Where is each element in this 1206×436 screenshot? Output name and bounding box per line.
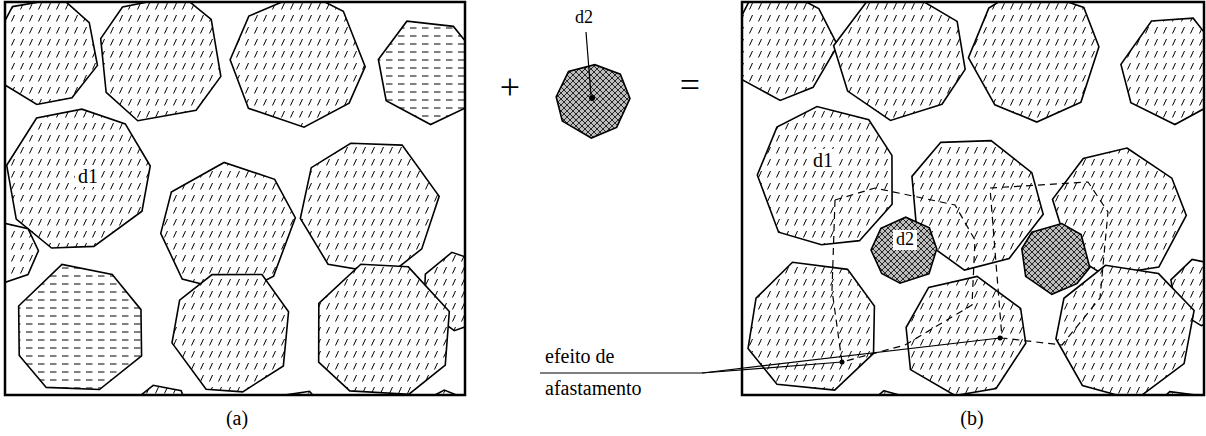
large-particle (748, 262, 874, 390)
panel-b-particles (742, 2, 1204, 395)
panel-b-border (742, 2, 1204, 395)
size-label: d1 (810, 149, 836, 171)
leader-line (702, 338, 1000, 373)
panel-a-particles (5, 2, 465, 395)
large-particle (5, 2, 97, 104)
leader-dot (840, 360, 845, 365)
large-particle (834, 2, 966, 120)
large-particle (757, 106, 892, 244)
large-particle (19, 264, 142, 389)
displacement-outline (990, 182, 1108, 345)
leader-line (586, 32, 591, 95)
leader-lines (540, 32, 1003, 373)
large-particle (742, 2, 838, 100)
annotation: efeito de afastamento (545, 340, 695, 404)
large-particle (172, 274, 289, 391)
large-particle (101, 2, 221, 121)
displacement-outline (832, 188, 975, 362)
large-particle (906, 276, 1026, 395)
panel-label: (b) (960, 407, 983, 429)
equals-sign: = (680, 66, 700, 106)
panel-a-border (5, 2, 465, 395)
size-label: d1 (75, 165, 101, 187)
large-particle (230, 2, 365, 127)
panel-label: (a) (226, 407, 248, 429)
large-particle (1056, 265, 1194, 395)
small-particle (556, 65, 630, 138)
size-label: d2 (575, 8, 593, 28)
displacement-outlines (832, 182, 1108, 362)
small-particle (1022, 224, 1090, 295)
large-particle (378, 21, 465, 124)
large-particle (5, 222, 38, 283)
size-label: d2 (893, 230, 917, 250)
large-particle (7, 109, 151, 248)
small-particle (871, 217, 937, 283)
plus-sign: + (500, 68, 520, 108)
large-particle (130, 385, 193, 395)
large-particle (319, 264, 450, 394)
center-dot (589, 95, 595, 101)
large-particle (300, 143, 439, 274)
large-particle (1121, 18, 1204, 124)
single-particle (556, 65, 630, 138)
leader-dot (998, 336, 1003, 341)
large-particle (968, 2, 1098, 122)
